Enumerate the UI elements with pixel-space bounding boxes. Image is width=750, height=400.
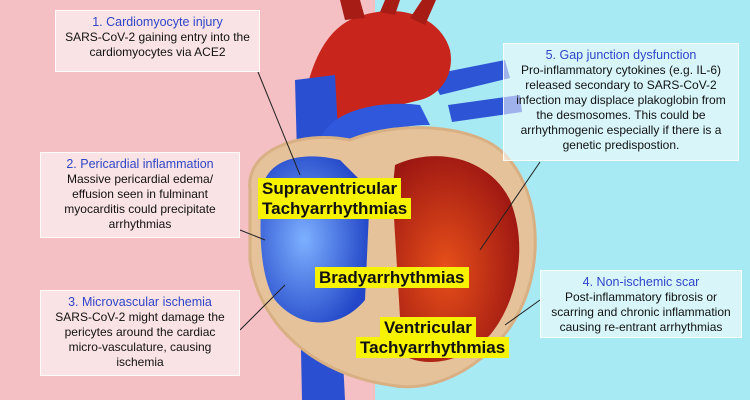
pointer-line-1 <box>257 71 301 176</box>
pericardial-inflammation-title: 2. Pericardial inflammation <box>66 157 214 171</box>
supraventricular-label-line1: Supraventricular <box>258 178 402 199</box>
pericardial-inflammation-text: Massive pericardial edema/ effusion seen… <box>64 172 216 231</box>
supraventricular-label-line2: Tachyarrhythmias <box>258 198 412 219</box>
gap-junction-dysfunction-text: Pro-inflammatory cytokines (e.g. IL-6) r… <box>516 63 726 152</box>
non-ischemic-scar-box: 4. Non-ischemic scar Post-inflammatory f… <box>540 270 742 338</box>
microvascular-ischemia-box: 3. Microvascular ischemia SARS-CoV-2 mig… <box>40 290 240 376</box>
ventricular-label-line1: Ventricular <box>380 317 476 338</box>
microvascular-ischemia-title: 3. Microvascular ischemia <box>68 295 212 309</box>
heart-outline-stroke <box>248 126 537 389</box>
pointer-line-4 <box>504 299 541 326</box>
microvascular-ischemia-text: SARS-CoV-2 might damage the pericytes ar… <box>55 310 225 369</box>
pointer-line-5 <box>479 161 541 251</box>
gap-junction-dysfunction-box: 5. Gap junction dysfunction Pro-inflamma… <box>503 43 739 161</box>
pericardial-inflammation-box: 2. Pericardial inflammation Massive peri… <box>40 152 240 238</box>
cardiomyocyte-injury-text: SARS-CoV-2 gaining entry into the cardio… <box>65 30 250 59</box>
non-ischemic-scar-title: 4. Non-ischemic scar <box>582 275 700 289</box>
pointer-line-3 <box>239 284 286 331</box>
cardiomyocyte-injury-box: 1. Cardiomyocyte injury SARS-CoV-2 gaini… <box>55 10 260 72</box>
cardiomyocyte-injury-title: 1. Cardiomyocyte injury <box>92 15 223 29</box>
gap-junction-dysfunction-title: 5. Gap junction dysfunction <box>545 48 697 62</box>
pointer-line-2 <box>239 229 266 241</box>
aorta-branches-shape <box>340 0 436 25</box>
left-heart-chamber-shape <box>385 156 520 362</box>
bradyarrhythmias-label: Bradyarrhythmias <box>315 267 469 288</box>
non-ischemic-scar-text: Post-inflammatory fibrosis or scarring a… <box>551 290 731 334</box>
pulmonary-vein-shape <box>430 60 510 95</box>
ventricular-label-line2: Tachyarrhythmias <box>356 337 510 358</box>
